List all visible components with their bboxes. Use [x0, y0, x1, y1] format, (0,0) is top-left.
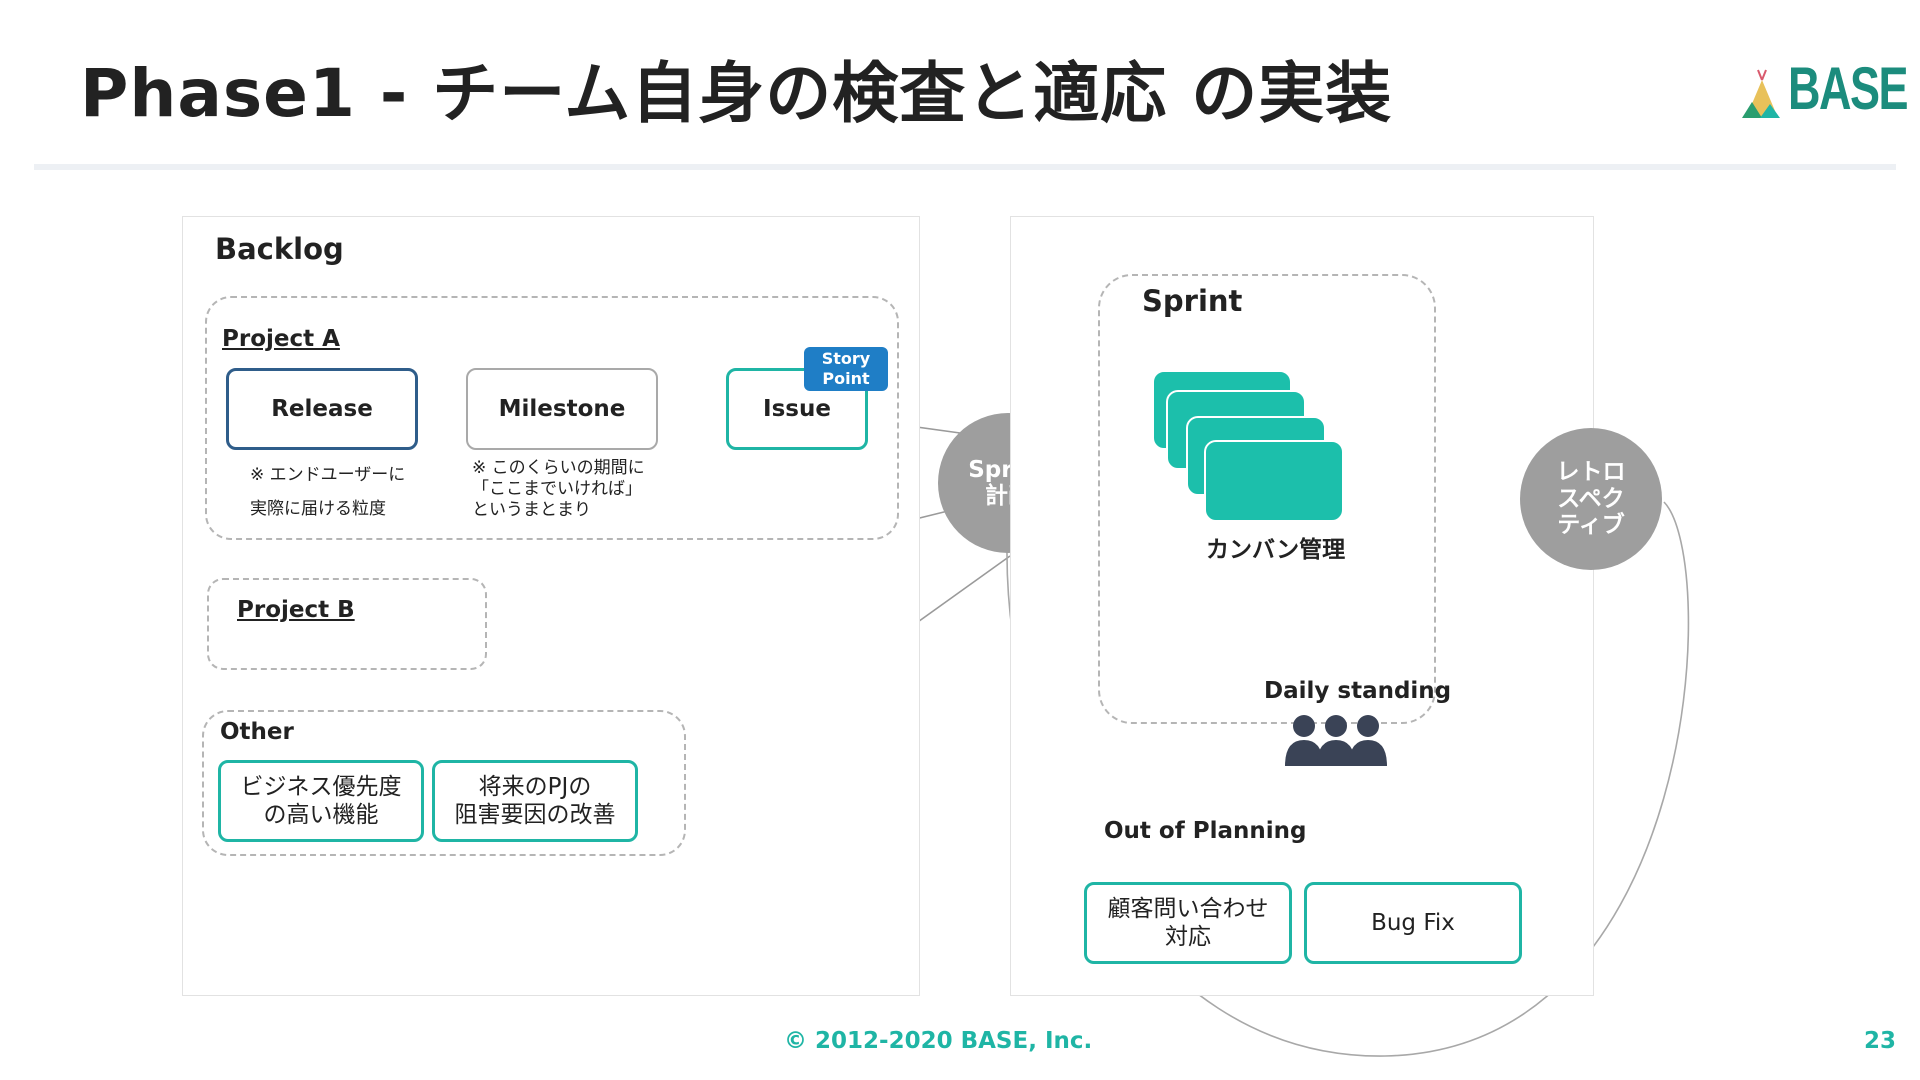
- project-b-label: Project B: [237, 597, 355, 623]
- other-item-business-priority: ビジネス優先度 の高い機能: [218, 760, 424, 842]
- release-note: ※ エンドユーザーに 実際に届ける粒度: [250, 465, 406, 519]
- milestone-label: Milestone: [498, 396, 626, 422]
- other-label: Other: [220, 719, 294, 745]
- sprint-panel: [1010, 216, 1594, 996]
- other-item-business-priority-label: ビジネス優先度 の高い機能: [240, 774, 402, 828]
- customer-inquiry-label: 顧客問い合わせ 対応: [1107, 896, 1269, 950]
- retrospective-circle: レトロ スペク ティブ: [1520, 428, 1662, 570]
- daily-standing-label: Daily standing: [1264, 678, 1452, 704]
- issue-label: Issue: [763, 396, 831, 422]
- release-box: Release: [226, 368, 418, 450]
- backlog-panel: [182, 216, 920, 996]
- kanban-card-4: [1204, 440, 1344, 522]
- footer-copyright: © 2012-2020 BASE, Inc.: [784, 1028, 1093, 1054]
- sprint-heading: Sprint: [1142, 284, 1243, 318]
- base-logo: BASE: [1738, 52, 1909, 122]
- title-divider: [34, 164, 1896, 170]
- out-of-planning-label: Out of Planning: [1104, 818, 1307, 844]
- milestone-note: ※ このくらいの期間に 「ここまでいければ」 というまとまり: [472, 458, 645, 520]
- base-logo-mark-icon: [1742, 69, 1780, 118]
- story-point-badge: Story Point: [804, 347, 888, 391]
- backlog-heading: Backlog: [215, 232, 344, 266]
- bug-fix-label: Bug Fix: [1371, 910, 1455, 936]
- other-item-future-pj: 将来のPJの 阻害要因の改善: [432, 760, 638, 842]
- kanban-label: カンバン管理: [1206, 537, 1346, 563]
- release-label: Release: [271, 396, 373, 422]
- customer-inquiry-box: 顧客問い合わせ 対応: [1084, 882, 1292, 964]
- team-people-icon: [1285, 715, 1387, 766]
- bug-fix-box: Bug Fix: [1304, 882, 1522, 964]
- logo-text: BASE: [1788, 55, 1909, 122]
- project-a-group: [205, 296, 899, 540]
- other-group: [202, 710, 686, 856]
- other-item-future-pj-label: 将来のPJの 阻害要因の改善: [454, 774, 616, 828]
- project-b-group: [207, 578, 487, 670]
- project-a-label: Project A: [222, 326, 340, 352]
- sprint-group: [1098, 274, 1436, 724]
- page-title: Phase1 - チーム自身の検査と適応 の実装: [80, 55, 1393, 132]
- milestone-box: Milestone: [466, 368, 658, 450]
- page-number: 23: [1864, 1028, 1897, 1054]
